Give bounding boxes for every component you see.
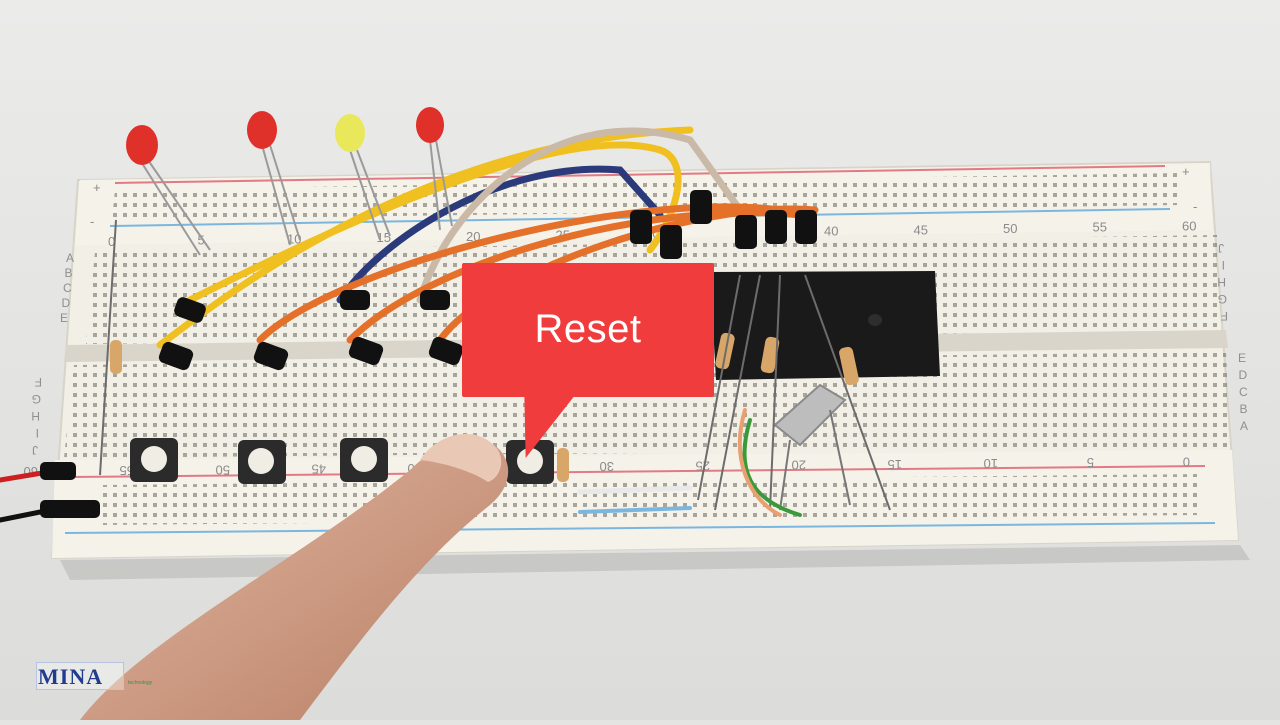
- row-letter-top-right: I: [1222, 258, 1225, 272]
- rail-plus-top-right: +: [1182, 164, 1190, 179]
- logo-text: MINA: [38, 664, 104, 689]
- led-yellow: [335, 114, 391, 241]
- column-number-top: 55: [1093, 220, 1107, 235]
- logo-frame: [36, 662, 124, 690]
- column-number-top: 5: [198, 233, 205, 248]
- wire-connectors: [40, 190, 817, 518]
- column-number-top: 45: [914, 222, 928, 237]
- row-letter-bottom-left: F: [35, 375, 42, 389]
- column-number-top: 40: [824, 224, 838, 239]
- push-buttons: [130, 438, 554, 484]
- row-letter-top-right: J: [1218, 241, 1224, 255]
- reset-callout-label: Reset: [534, 307, 642, 351]
- resistors: [99, 219, 891, 511]
- row-letter-bottom-right: E: [1238, 351, 1246, 365]
- column-number-top: 0: [108, 234, 115, 249]
- finger: [80, 433, 509, 720]
- column-number-bottom: 5: [1087, 455, 1094, 470]
- led-red-2: [247, 111, 301, 246]
- row-letter-bottom-right: B: [1240, 402, 1248, 416]
- row-letter-bottom-left: J: [32, 443, 38, 457]
- column-number-bottom: 15: [888, 457, 902, 472]
- column-number-bottom: 0: [1183, 454, 1190, 469]
- row-letter-bottom-left: G: [32, 392, 41, 406]
- column-number-top: 20: [466, 229, 480, 244]
- row-letter-bottom-right: C: [1239, 385, 1248, 399]
- rail-plus-top: +: [93, 180, 101, 195]
- rail-minus-top-right: -: [1193, 199, 1197, 214]
- column-number-top: 15: [377, 230, 391, 245]
- push-button-1: [130, 438, 178, 482]
- row-letter-bottom-left: I: [36, 426, 39, 440]
- row-letter-bottom-right: D: [1239, 368, 1248, 382]
- push-button-3: [340, 438, 388, 482]
- column-number-bottom: 30: [600, 459, 614, 474]
- row-letter-top-left: B: [65, 266, 73, 280]
- column-number-bottom: 10: [984, 456, 998, 471]
- microcontroller-chip: [710, 271, 940, 380]
- column-number-bottom: 25: [696, 458, 710, 473]
- row-letter-top-right: F: [1221, 309, 1228, 323]
- column-number-bottom: 45: [312, 462, 326, 477]
- push-button-2: [238, 440, 286, 484]
- led-red-3: [416, 107, 453, 231]
- reset-callout-pointer: [515, 396, 575, 458]
- row-letter-top-left: A: [66, 251, 74, 265]
- row-letter-bottom-right: A: [1240, 419, 1248, 433]
- column-number-top: 50: [1003, 221, 1017, 236]
- column-number-top: 60: [1182, 218, 1196, 233]
- push-button-reset: [506, 440, 554, 484]
- row-letter-bottom-left: H: [31, 409, 40, 423]
- leds: [126, 107, 453, 256]
- mina-logo: MINA technology: [36, 662, 176, 690]
- crystal-oscillator: [773, 383, 851, 511]
- row-letter-top-left: C: [63, 281, 72, 295]
- column-number-bottom: 20: [792, 458, 806, 473]
- rail-minus-top: -: [90, 214, 94, 229]
- logo-subtext: technology: [128, 680, 153, 686]
- row-letter-top-left: D: [62, 296, 71, 310]
- row-letter-top-right: G: [1218, 292, 1227, 306]
- row-letter-top-right: H: [1217, 275, 1226, 289]
- row-letter-top-left: E: [60, 311, 68, 325]
- column-number-bottom: 50: [216, 462, 230, 477]
- reset-callout: Reset: [462, 263, 714, 397]
- led-red-1: [126, 125, 211, 256]
